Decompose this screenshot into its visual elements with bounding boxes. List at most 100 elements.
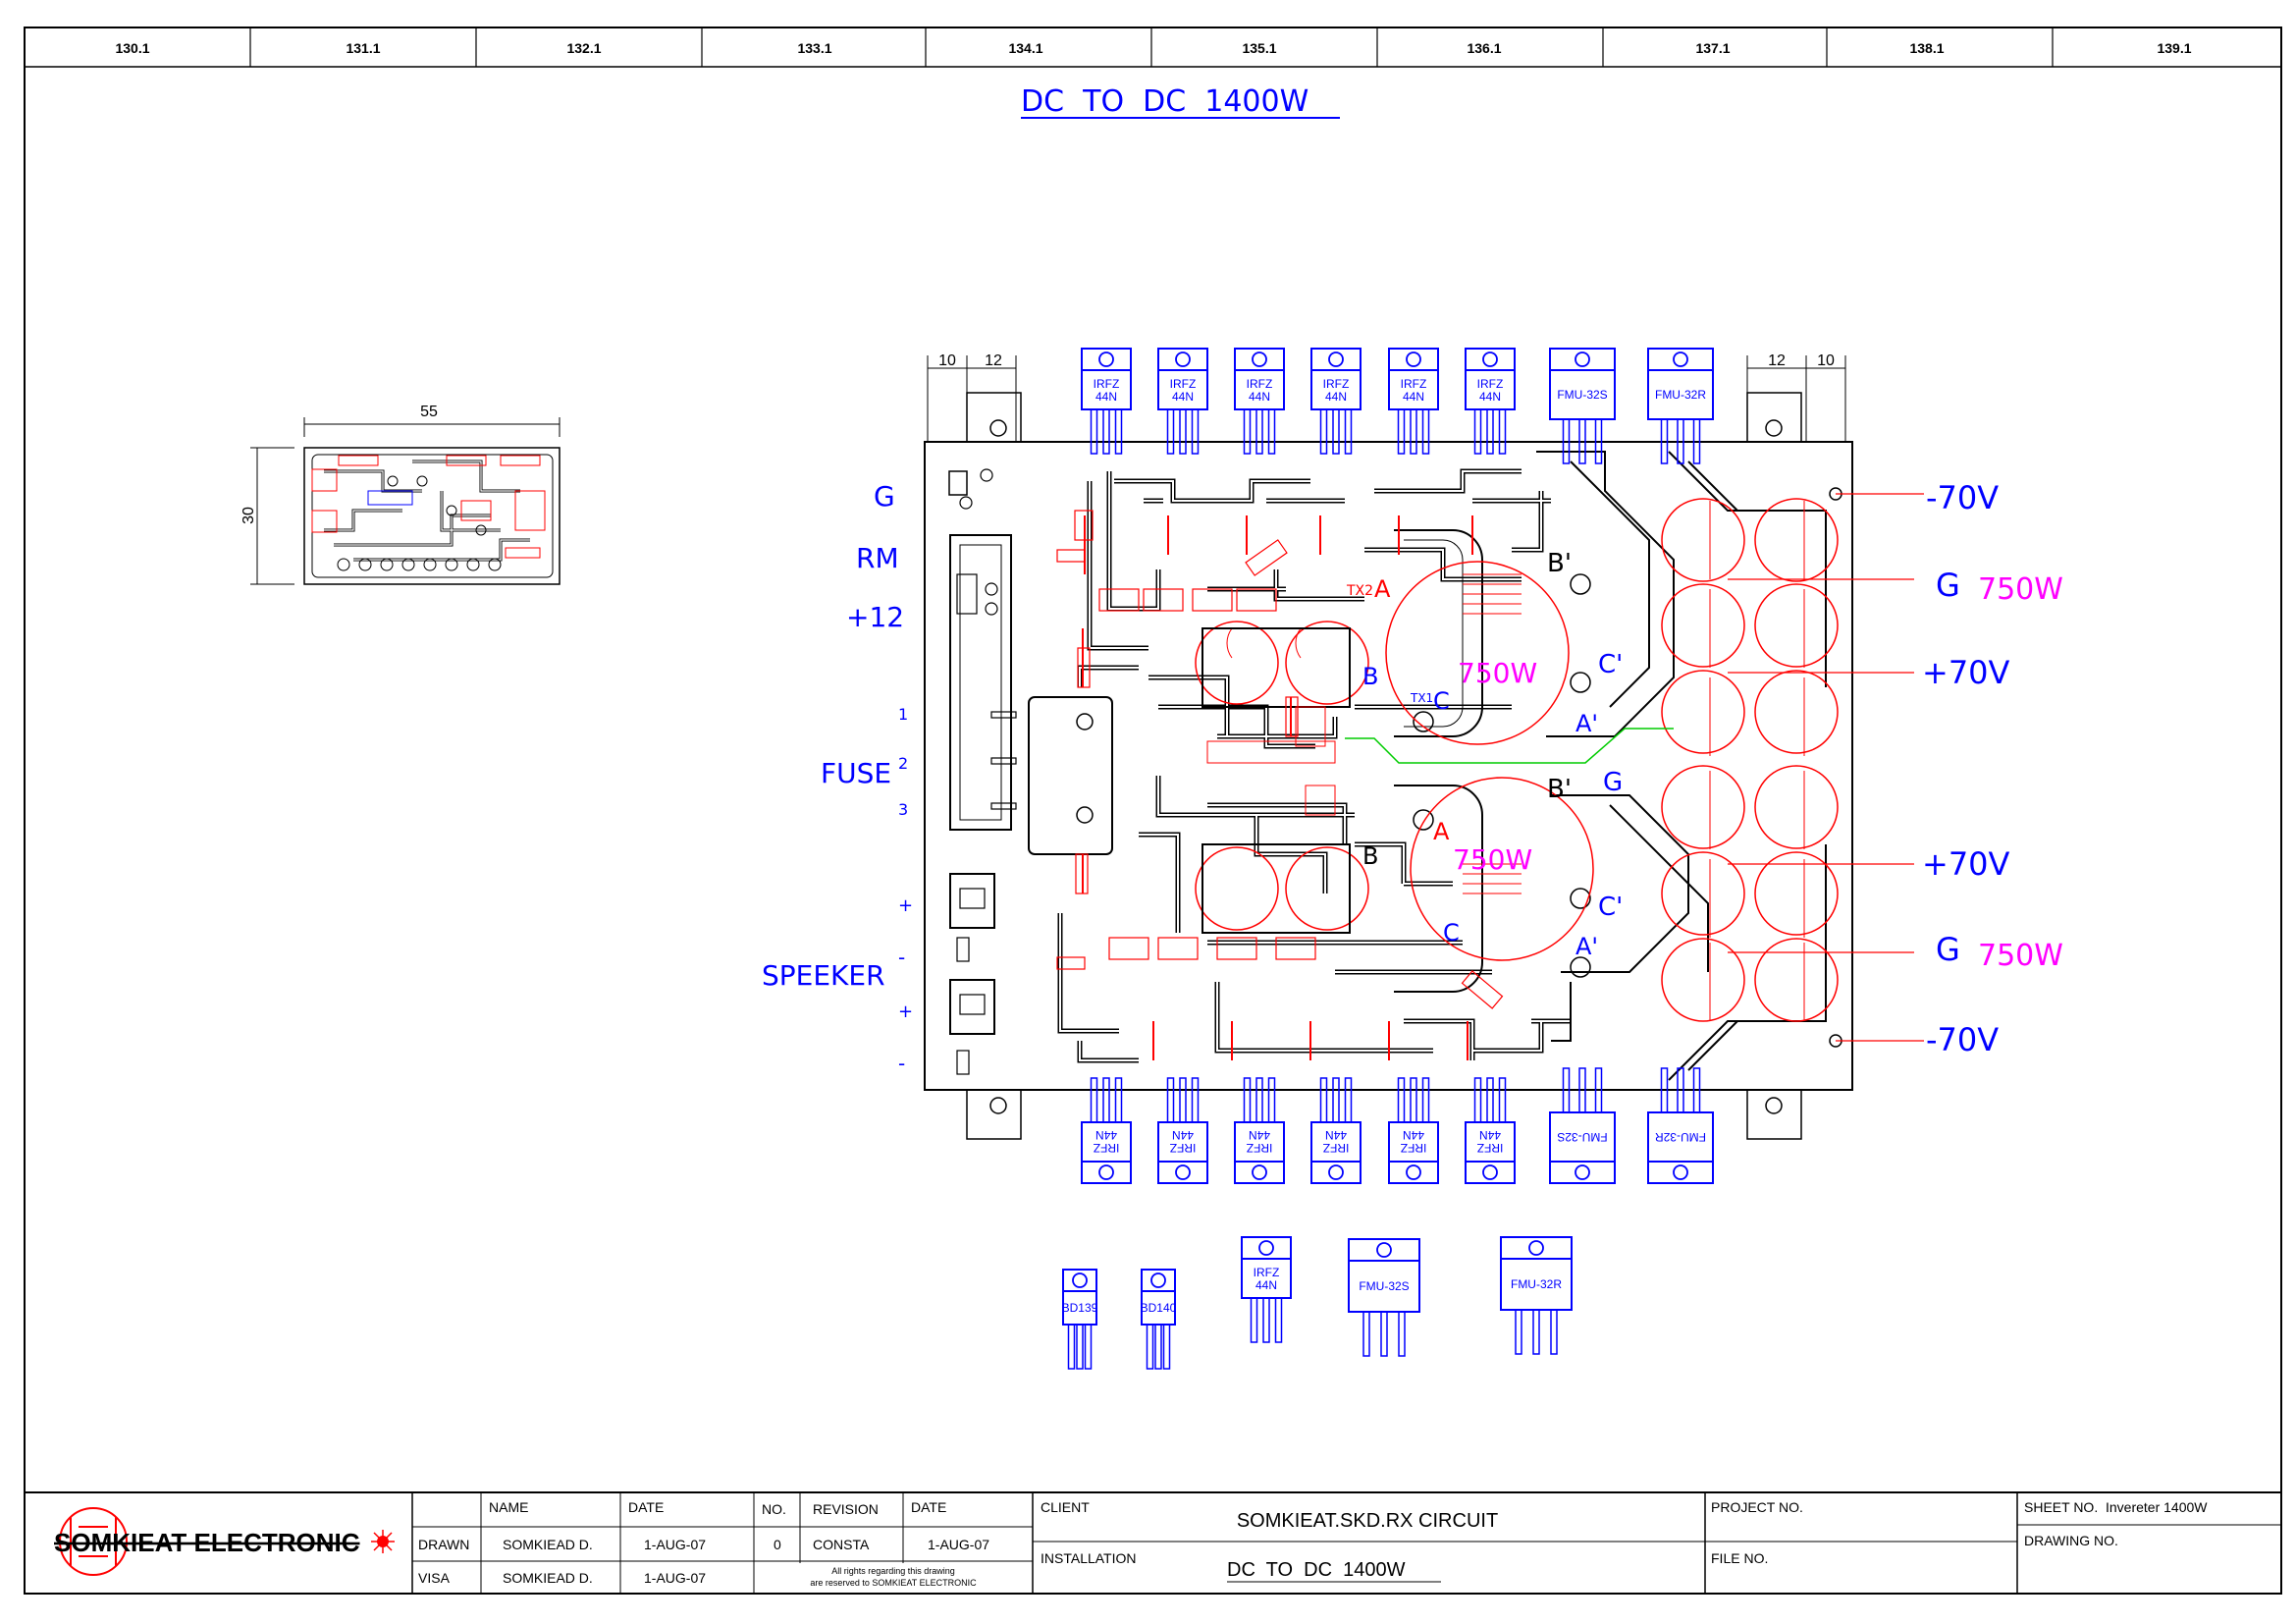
bottom-label-4: IRFZ44N — [1401, 1128, 1427, 1155]
grid-header: 130.1 131.1 132.1 133.1 134.1 135.1 136.… — [115, 27, 2192, 67]
legend-package-1: BD140 — [1141, 1269, 1177, 1370]
main-board: 10 12 12 10 — [924, 352, 1924, 1140]
bottom-package-5: IRFZ44N — [1465, 1077, 1516, 1184]
label-rm: RM — [856, 542, 899, 574]
hdr-date: DATE — [628, 1499, 664, 1515]
grid-label-8: 137.1 — [1695, 40, 1730, 56]
bottom-package-3: IRFZ44N — [1310, 1077, 1362, 1184]
tx-b-prime-top: B' — [1547, 549, 1572, 578]
bottom-components: IRFZ44N IRFZ44N IRFZ44N IRFZ44N IRFZ44N IRFZ4… — [1081, 1067, 1714, 1184]
client-label: CLIENT — [1041, 1499, 1090, 1515]
tx-g-mid: G — [1603, 768, 1623, 797]
bottom-package-7: FMU-32R — [1647, 1067, 1714, 1184]
grid-label-1: 130.1 — [115, 40, 149, 56]
tx1-label: TX1 — [1410, 691, 1433, 705]
bottom-package-0: IRFZ44N — [1081, 1077, 1132, 1184]
tx2-label: TX2 — [1346, 583, 1373, 599]
grid-label-5: 134.1 — [1008, 40, 1042, 56]
drawn-name: SOMKIEAD D. — [503, 1537, 593, 1552]
drawn-label: DRAWN — [418, 1537, 469, 1552]
small-board-width-dim: 55 — [420, 404, 438, 420]
drawn-rev-date: 1-AUG-07 — [928, 1537, 989, 1552]
legend-label-3: FMU-32S — [1359, 1279, 1409, 1293]
bottom-label-5: IRFZ44N — [1477, 1128, 1504, 1155]
bottom-label-7: FMU-32R — [1655, 1130, 1706, 1144]
tx-b-prime-bottom: B' — [1547, 775, 1572, 804]
rights-line-2: are reserved to SOMKIEAT ELECTRONIC — [810, 1578, 977, 1588]
tx-b-bottom: B — [1362, 842, 1378, 870]
label-g: G — [874, 480, 895, 513]
tx-a-prime-bottom: A' — [1575, 933, 1598, 960]
top-package-7: FMU-32R — [1647, 348, 1714, 464]
grid-label-9: 138.1 — [1909, 40, 1944, 56]
drawing-title: DC TO DC 1400W — [1021, 84, 1308, 119]
installation-label: INSTALLATION — [1041, 1550, 1137, 1566]
speaker-pin-3: + — [898, 1001, 913, 1022]
fuse-pin-3: 3 — [898, 800, 908, 819]
project-label: PROJECT NO. — [1711, 1499, 1803, 1515]
speaker-pin-2: - — [898, 946, 905, 969]
bottom-label-6: FMU-32S — [1557, 1130, 1607, 1144]
label-speaker: SPEEKER — [762, 959, 885, 992]
speaker-pin-1: + — [898, 895, 913, 916]
grid-label-4: 133.1 — [797, 40, 831, 56]
tx-c-top: C — [1433, 687, 1450, 715]
visa-name: SOMKIEAD D. — [503, 1570, 593, 1586]
grid-label-10: 139.1 — [2157, 40, 2191, 56]
bottom-package-6: FMU-32S — [1549, 1067, 1616, 1184]
fuse-pin-2: 2 — [898, 754, 908, 773]
legend-label-1: BD140 — [1141, 1301, 1177, 1315]
legend-package-4: FMU-32R — [1500, 1236, 1573, 1355]
tx-c-prime-bottom: C' — [1598, 893, 1623, 922]
company-name: SOMKIEAT ELECTRONIC — [54, 1528, 360, 1557]
rail-label-2: G — [1936, 567, 1960, 604]
capacitor-bank — [1661, 498, 1839, 1022]
file-label: FILE NO. — [1711, 1550, 1768, 1566]
legend-package-3: FMU-32S — [1348, 1238, 1420, 1357]
grid-label-3: 132.1 — [566, 40, 601, 56]
tx-power-bottom: 750W — [1453, 843, 1532, 876]
rights-line-1: All rights regarding this drawing — [831, 1566, 955, 1576]
hdr-name: NAME — [489, 1499, 528, 1515]
small-board: 55 30 — [240, 404, 561, 585]
driver-transistors — [1098, 588, 1336, 960]
client-value: SOMKIEAT.SKD.RX CIRCUIT — [1237, 1510, 1498, 1532]
visa-date: 1-AUG-07 — [644, 1570, 706, 1586]
small-board-height-dim: 30 — [240, 507, 257, 524]
tx-b-top: B — [1362, 663, 1378, 690]
installation-value: DC TO DC 1400W — [1227, 1559, 1406, 1581]
rail-power-5: 750W — [1978, 939, 2063, 973]
legend-label-4: FMU-32R — [1511, 1277, 1562, 1291]
rail-label-5: G — [1936, 931, 1960, 968]
legend-label-0: BD139 — [1062, 1301, 1098, 1315]
bottom-label-0: IRFZ44N — [1094, 1128, 1120, 1155]
main-dim-right-1: 12 — [1768, 352, 1786, 369]
grid-label-7: 136.1 — [1467, 40, 1501, 56]
right-rail-labels: -70V G 750W +70V +70V G 750W -70V — [1922, 479, 2063, 1058]
title-block: SOMKIEAT ELECTRONIC NAME DATE NO. REVISI… — [24, 1491, 2282, 1595]
drawn-date: 1-AUG-07 — [644, 1537, 706, 1552]
left-io-labels: G RM +12 1 FUSE 2 3 + SPEEKER - + - — [762, 480, 913, 1075]
bottom-package-2: IRFZ44N — [1234, 1077, 1285, 1184]
label-plus12: +12 — [846, 601, 904, 633]
speaker-pin-4: - — [898, 1052, 905, 1075]
grid-label-6: 135.1 — [1242, 40, 1276, 56]
tx-c-prime-top: C' — [1598, 650, 1623, 679]
bottom-package-1: IRFZ44N — [1157, 1077, 1208, 1184]
